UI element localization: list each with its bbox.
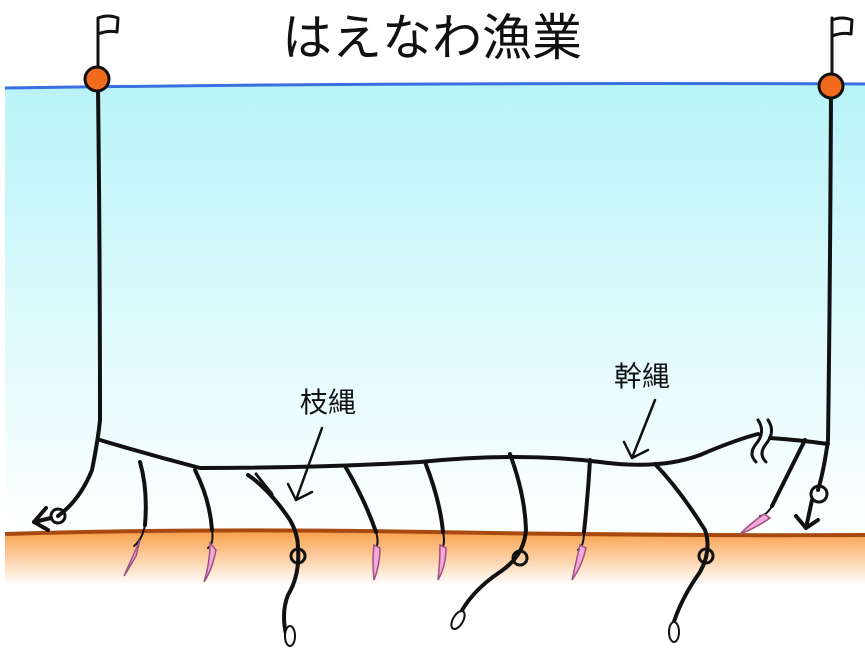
branch-line-5 — [423, 460, 447, 581]
seabed — [5, 531, 865, 585]
main-line-label: 幹縄 — [614, 360, 670, 393]
bait-icon — [203, 540, 217, 583]
branch-line-1 — [123, 460, 148, 577]
bait-icon — [123, 539, 141, 577]
main-line-right-segment — [768, 436, 830, 446]
bait-icon — [372, 543, 381, 581]
page-title: はえなわ漁業 — [282, 9, 582, 67]
bait-icon — [437, 543, 447, 581]
branch-line-label: 枝縄 — [300, 386, 356, 419]
branch-line-6 — [450, 452, 529, 631]
hook-icon — [668, 621, 680, 643]
branch-line-4 — [343, 464, 381, 581]
sea-surface-line — [4, 82, 865, 90]
line-break-icon — [750, 418, 773, 464]
branch-line-9 — [739, 438, 807, 535]
left-buoy-icon — [83, 65, 111, 93]
branch-line-3 — [246, 472, 307, 647]
bait-icon — [739, 513, 772, 535]
right-flag-icon — [830, 16, 854, 77]
branch-line-8 — [653, 462, 715, 643]
hook-icon — [450, 609, 466, 631]
branch-line-7 — [571, 458, 592, 581]
right-anchor-icon — [794, 484, 829, 530]
main-line-arrow — [622, 398, 657, 460]
left-buoy-rope — [56, 86, 102, 518]
seabed-line — [4, 528, 865, 538]
left-flag-icon — [96, 14, 120, 74]
octopus-icon — [289, 547, 307, 565]
octopus-icon — [511, 549, 529, 567]
octopus-icon — [697, 547, 715, 565]
hook-icon — [284, 625, 296, 647]
right-buoy-rope — [816, 93, 833, 492]
left-anchor-icon — [32, 506, 67, 532]
branch-line-2 — [193, 468, 217, 583]
main-line — [98, 432, 760, 470]
branch-line-arrow — [286, 426, 324, 502]
sea-water — [5, 83, 865, 535]
right-buoy-icon — [817, 72, 845, 100]
bait-icon — [571, 543, 587, 581]
